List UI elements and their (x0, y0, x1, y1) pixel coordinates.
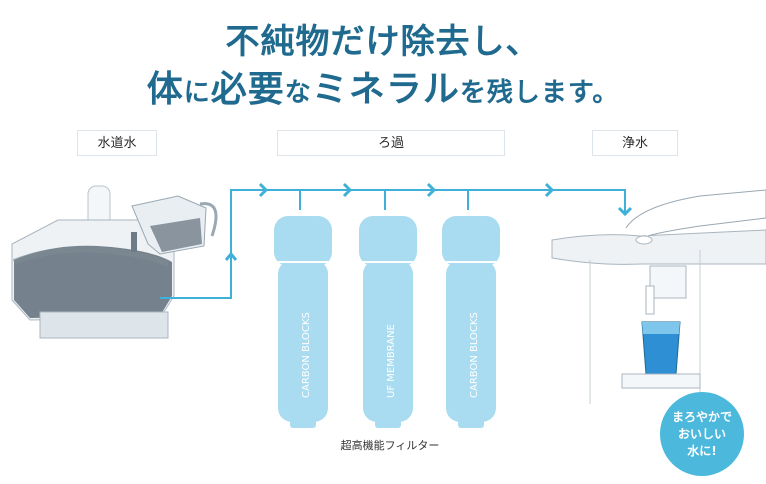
bubble-text: まろやかで おいしい 水に! (671, 409, 732, 458)
filter-label: CARBON BLOCKS (469, 312, 480, 398)
arrow-icon (426, 182, 437, 198)
stage-label-filtration: ろ過 (277, 130, 505, 156)
headline-line-1: 不純物だけ除去し、 (225, 22, 541, 62)
arrow-icon (224, 251, 238, 261)
headline-part: 体 (146, 69, 184, 110)
filter-caption: 超高機能フィルター (340, 439, 440, 452)
dispenser-illustration (551, 189, 766, 404)
flow-line (160, 189, 626, 299)
filter-label: CARBON BLOCKS (301, 312, 312, 398)
pitcher-icon (131, 195, 218, 255)
arrow-icon (617, 206, 633, 217)
filter-cartridge: CARBON BLOCKS (442, 216, 500, 428)
headline-part: に (183, 78, 211, 108)
arrow-icon (342, 182, 353, 198)
benefit-bubble: まろやかで おいしい 水に! (660, 392, 744, 476)
arrow-icon (258, 182, 269, 198)
headline-part: ミネラル (311, 69, 460, 110)
stage-label-purified: 浄水 (592, 130, 678, 156)
filter-label: UF MEMBRANE (386, 324, 397, 398)
arrow-icon (544, 182, 555, 198)
headline-part: な (284, 78, 312, 108)
headline-line-2: 体に必要なミネラルを残します。 (0, 60, 766, 112)
stage-label-tap-water: 水道水 (77, 130, 157, 156)
headline-part: 必要 (210, 69, 285, 110)
filter-cartridge: CARBON BLOCKS (274, 216, 332, 428)
filter-cartridge: UF MEMBRANE (359, 216, 417, 428)
headline-part: を残します。 (459, 78, 620, 108)
